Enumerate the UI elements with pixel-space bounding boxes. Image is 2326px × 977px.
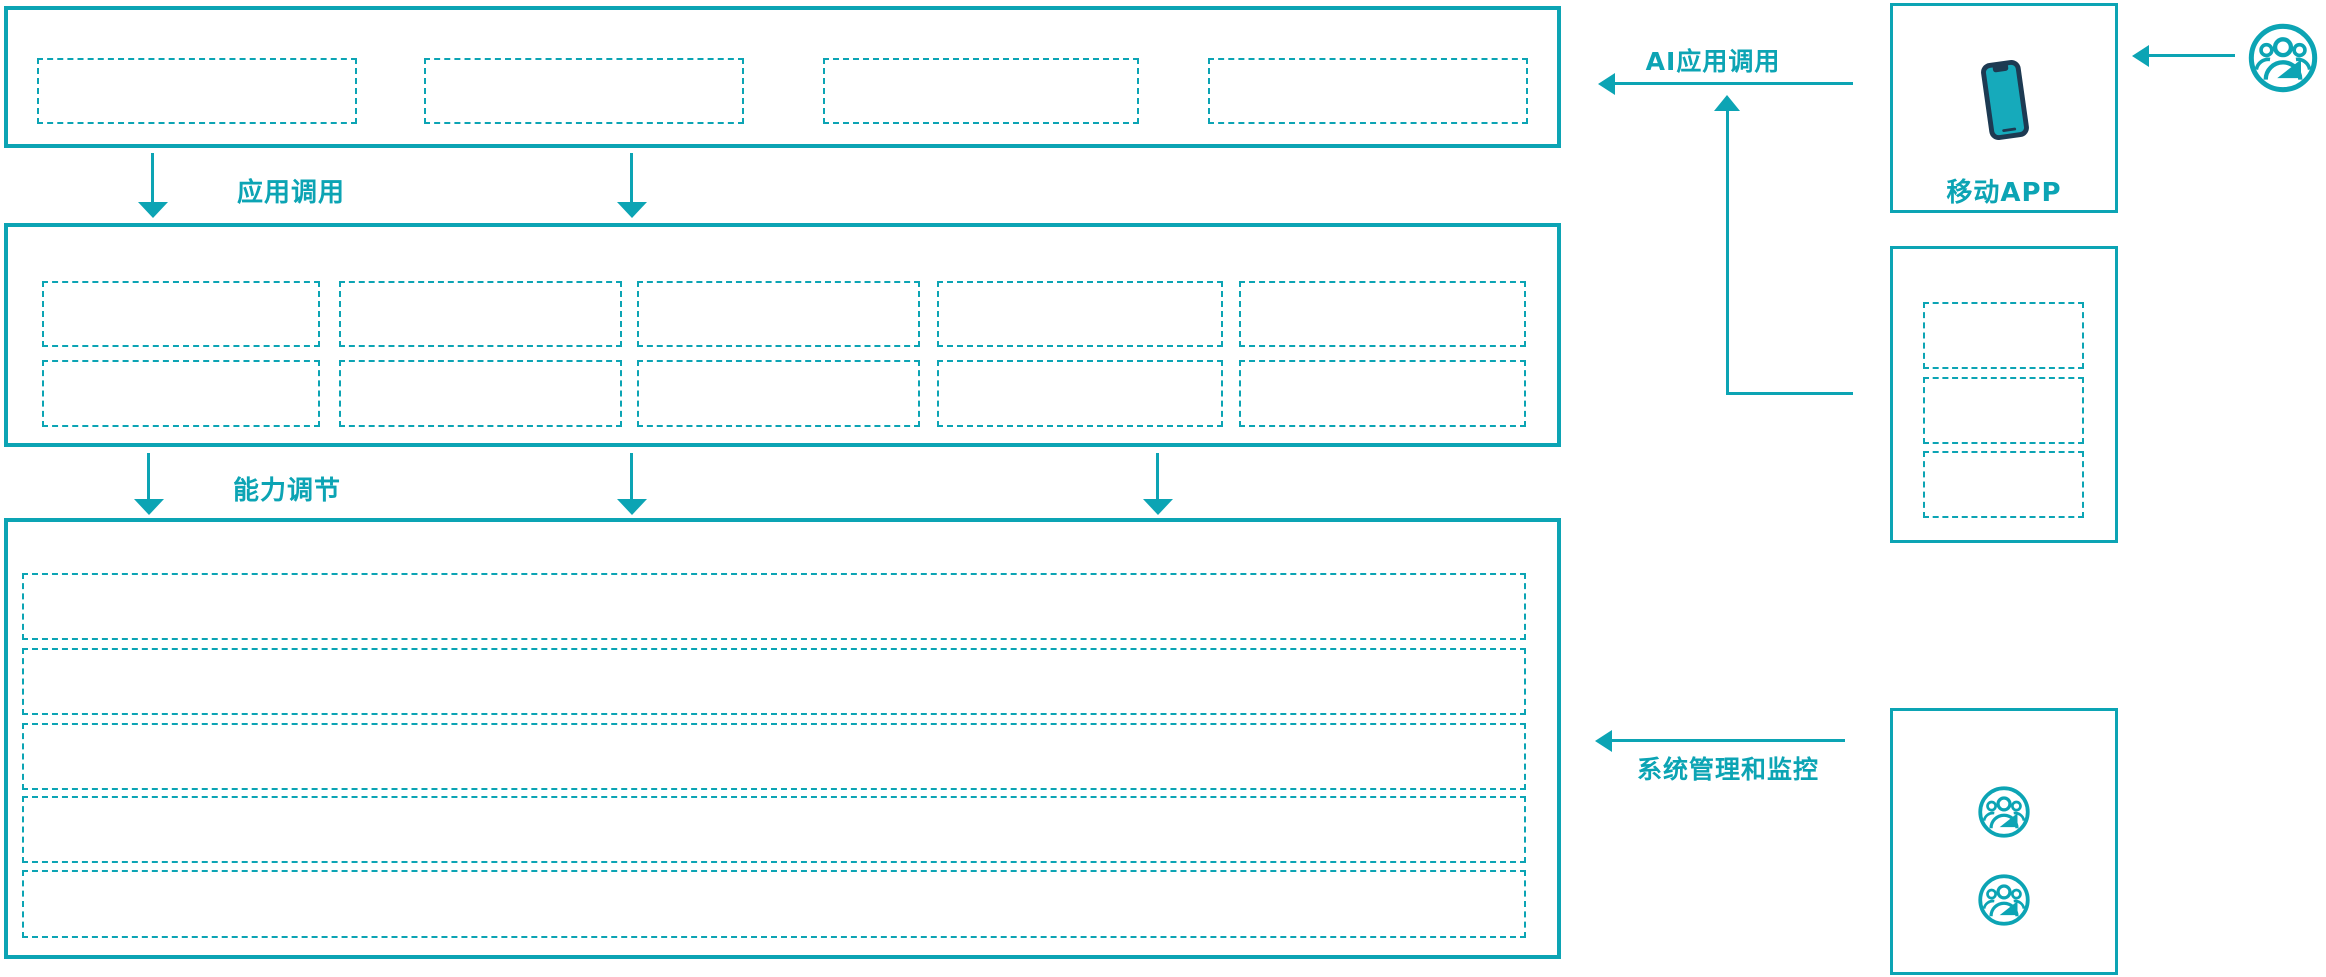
placeholder-box — [37, 58, 357, 124]
smartphone-icon — [1978, 54, 2032, 147]
capability-adjust-label: 能力调节 — [232, 476, 342, 506]
right-middle-panel — [1890, 246, 2118, 543]
placeholder-box — [1208, 58, 1528, 124]
placeholder-box — [424, 58, 744, 124]
user-group-icon — [2247, 22, 2319, 94]
down-arrow-icon — [630, 453, 633, 499]
app-call-label: 应用调用 — [236, 178, 346, 208]
placeholder-box — [937, 281, 1223, 347]
placeholder-box — [1923, 451, 2084, 518]
down-arrow-icon — [151, 153, 154, 202]
placeholder-box — [637, 360, 920, 427]
mobile-app-label: 移动APP — [1946, 178, 2062, 208]
placeholder-box — [937, 360, 1223, 427]
user-group-icon — [1977, 873, 2031, 927]
top-section-box — [4, 6, 1561, 148]
placeholder-box — [339, 360, 622, 427]
mobile-app-box: 移动APP — [1890, 3, 2118, 213]
placeholder-box — [42, 360, 320, 427]
placeholder-row — [22, 723, 1526, 790]
placeholder-row — [22, 870, 1526, 938]
down-arrow-icon — [630, 153, 633, 202]
system-management-label: 系统管理和监控 — [1636, 755, 1820, 784]
user-group-icon — [1977, 785, 2031, 839]
placeholder-box — [823, 58, 1139, 124]
placeholder-box — [42, 281, 320, 347]
placeholder-box — [339, 281, 622, 347]
up-arrow-icon — [1714, 95, 1740, 111]
connector-line — [1726, 111, 1853, 395]
left-arrow-icon — [2149, 54, 2235, 57]
left-arrow-icon — [1612, 739, 1845, 742]
ai-app-call-label: AI应用调用 — [1645, 47, 1781, 76]
placeholder-row — [22, 648, 1526, 715]
placeholder-box — [1239, 360, 1526, 427]
placeholder-row — [22, 796, 1526, 863]
placeholder-box — [1923, 302, 2084, 369]
left-arrow-icon — [1615, 82, 1853, 85]
down-arrow-icon — [147, 453, 150, 499]
bottom-section-box — [4, 518, 1561, 959]
placeholder-box — [637, 281, 920, 347]
down-arrow-icon — [1156, 453, 1159, 499]
placeholder-row — [22, 573, 1526, 640]
middle-section-box — [4, 223, 1561, 447]
placeholder-box — [1239, 281, 1526, 347]
admin-panel-box — [1890, 708, 2118, 975]
placeholder-box — [1923, 377, 2084, 444]
